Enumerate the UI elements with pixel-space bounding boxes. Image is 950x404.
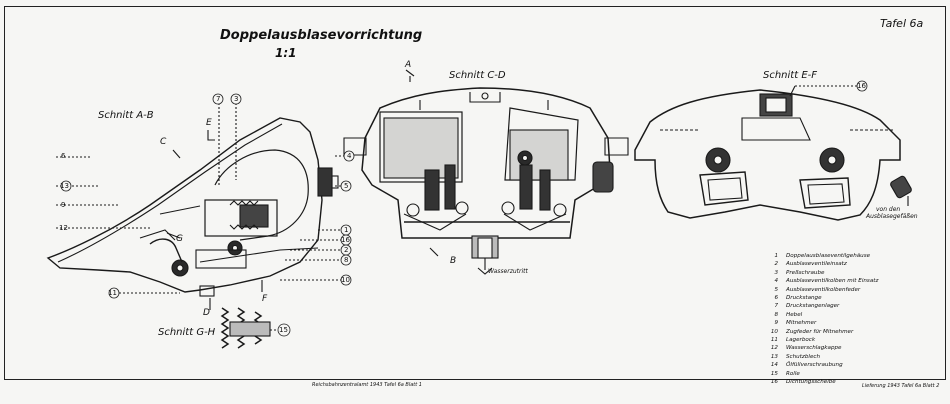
cut-mark-a: A xyxy=(405,60,412,70)
legend-number: 1 xyxy=(774,253,778,259)
callout-12: 12 xyxy=(59,224,68,232)
legend-item: 5 Ausblaseventilkolbenfeder xyxy=(764,286,878,294)
legend-number: 7 xyxy=(774,303,778,310)
blowout-note-line2: Ausblasegefäßen xyxy=(866,213,918,220)
callout-11-circle xyxy=(108,287,120,299)
cut-mark-g: G xyxy=(176,234,183,244)
cut-mark-d: D xyxy=(203,308,210,318)
legend-text: Ölfüllverschraubung xyxy=(786,362,843,369)
legend-item: 6 Druckstange xyxy=(764,294,878,302)
callout-4: 4 xyxy=(347,152,352,160)
callout-16-ef-circle xyxy=(856,80,868,92)
section-ef-drawing xyxy=(634,85,912,221)
legend-item: 2 Ausblaseventileinsatz xyxy=(764,260,878,268)
plate-number: Tafel 6a xyxy=(880,17,924,30)
legend-text: Rolle xyxy=(786,370,800,377)
legend-item: 4 Ausblaseventilkolben mit Einsatz xyxy=(764,277,878,285)
legend-text: Mitnehmer xyxy=(786,320,817,327)
legend-number: 10 xyxy=(770,328,778,335)
section-ab-label: Schnitt A-B xyxy=(98,110,154,121)
legend-text: Ausblaseventilkolbenfeder xyxy=(786,286,861,293)
legend-item: 15 Rolle xyxy=(764,370,878,378)
cut-mark-b: B xyxy=(450,256,457,266)
drawing-frame xyxy=(4,6,946,380)
legend-text: Druckstangenlager xyxy=(786,303,840,310)
legend-item: 8 Hebel xyxy=(764,311,878,319)
legend-number: 14 xyxy=(770,362,778,369)
callout-7-circle xyxy=(212,93,224,105)
legend-text: Schutzblech xyxy=(786,353,821,360)
legend-item: 16 Dichtungsscheibe xyxy=(764,378,878,386)
callout-13-circle xyxy=(60,180,72,192)
legend-number: 5 xyxy=(774,286,778,293)
cut-mark-e: E xyxy=(206,118,212,128)
legend-text: Lagerbock xyxy=(786,337,816,344)
drawing-scale: 1:1 xyxy=(275,46,297,60)
legend-text: Ausblaseventileinsatz xyxy=(786,261,847,268)
callout-8: 8 xyxy=(344,256,349,264)
callout-3-circle xyxy=(230,93,242,105)
section-gh-drawing xyxy=(220,307,280,349)
legend-text: Dichtungsscheibe xyxy=(786,379,836,386)
legend-number: 6 xyxy=(774,295,778,302)
callout-10: 10 xyxy=(341,276,350,284)
legend-number: 8 xyxy=(774,311,778,318)
section-cd-drawing xyxy=(343,69,629,275)
legend-number: 2 xyxy=(774,261,778,268)
legend-item: 3 Preßschraube xyxy=(764,269,878,277)
cut-mark-f: F xyxy=(262,294,268,304)
callout-3: 3 xyxy=(234,95,239,103)
cut-mark-c: C xyxy=(160,137,167,147)
legend-item: 14 Ölfüllverschraubung xyxy=(764,361,878,369)
legend-text: Ausblaseventilkolben mit Einsatz xyxy=(786,278,879,285)
legend-item: 10 Zugfeder für Mitnehmer xyxy=(764,328,878,336)
callout-6: 6 xyxy=(61,152,66,160)
legend-text: Zugfeder für Mitnehmer xyxy=(786,328,854,335)
footer-left: Reichsbahnzentralamt 1943 Tafel 6a Blatt… xyxy=(312,382,422,388)
section-ef-label: Schnitt E-F xyxy=(763,70,817,81)
legend-item: 11 Lagerbock xyxy=(764,336,878,344)
callout-15: 15 xyxy=(279,326,288,334)
callout-9: 9 xyxy=(61,201,66,209)
section-cd-label: Schnitt C-D xyxy=(449,70,506,81)
legend-item: 9 Mitnehmer xyxy=(764,319,878,327)
legend-number: 12 xyxy=(770,345,778,352)
callout-16: 16 xyxy=(341,236,350,244)
legend-text: Hebel xyxy=(786,311,803,318)
legend-text: Preßschraube xyxy=(786,269,825,276)
drawing-title: Doppelausblasevorrichtung xyxy=(220,28,423,43)
footer-right: Lieferung 1943 Tafel 6a Blatt 2 xyxy=(862,383,940,389)
callout-1: 1 xyxy=(344,226,349,234)
legend-item: 7 Druckstangenlager xyxy=(764,302,878,310)
legend-item: 1 Doppelausblaseventilgehäuse xyxy=(764,252,878,260)
callout-2: 2 xyxy=(344,246,349,254)
legend-item: 13 Schutzblech xyxy=(764,353,878,361)
legend-text: Doppelausblaseventilgehäuse xyxy=(786,253,871,259)
legend-number: 11 xyxy=(770,337,778,344)
callout-15-circle xyxy=(277,323,291,337)
water-inlet-label: Wasserzutritt xyxy=(488,268,528,275)
legend-number: 16 xyxy=(770,379,778,386)
legend-item: 12 Wasserschlagkappe xyxy=(764,344,878,352)
callout-13: 13 xyxy=(60,182,69,190)
legend-number: 3 xyxy=(774,269,778,276)
callout-5: 5 xyxy=(344,182,349,190)
legend-text: Wasserschlagkappe xyxy=(786,345,842,352)
callout-11: 11 xyxy=(108,289,117,297)
section-ab-drawing xyxy=(46,103,350,310)
legend-number: 15 xyxy=(770,370,778,377)
legend-number: 4 xyxy=(774,278,778,285)
callout-16-ef: 16 xyxy=(857,82,866,90)
section-gh-label: Schnitt G-H xyxy=(158,327,216,338)
legend-number: 13 xyxy=(770,353,778,360)
callout-7: 7 xyxy=(216,95,221,103)
legend-number: 9 xyxy=(774,320,778,327)
blowout-note-line1: von den xyxy=(876,206,901,213)
legend-text: Druckstange xyxy=(786,295,822,302)
